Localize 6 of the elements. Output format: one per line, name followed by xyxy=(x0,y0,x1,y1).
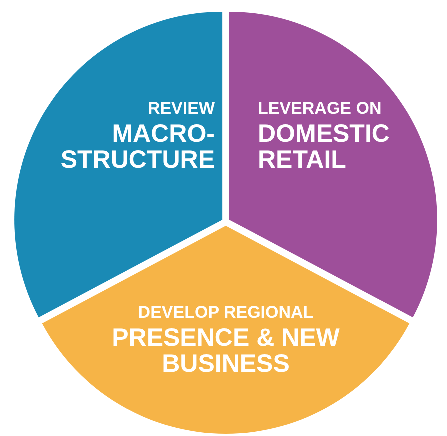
segment-heading: DEVELOP REGIONAL xyxy=(137,304,315,322)
segment-heading: LEVERAGE ON xyxy=(258,100,383,118)
segment-title: DOMESTIC RETAIL xyxy=(258,121,391,174)
segment-title: PRESENCE & NEW BUSINESS xyxy=(111,325,341,378)
segment-title: MACRO-STRUCTURE xyxy=(60,121,215,174)
segment-heading: REVIEW xyxy=(146,100,215,118)
